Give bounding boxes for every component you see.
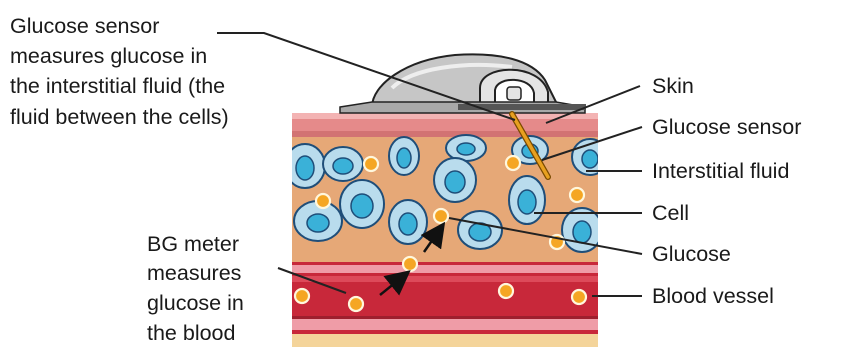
skin-layer bbox=[292, 113, 598, 137]
cell-icon bbox=[323, 147, 363, 181]
glucose-molecule-icon bbox=[570, 188, 584, 202]
cell-icon bbox=[446, 135, 486, 161]
glucose-molecule-icon bbox=[499, 284, 513, 298]
glucose-molecule-icon bbox=[506, 156, 520, 170]
cell-icon bbox=[340, 180, 384, 228]
blood-vessel bbox=[292, 262, 598, 334]
glucose-molecule-icon bbox=[316, 194, 330, 208]
cell-icon bbox=[389, 200, 427, 244]
glucose-molecule-icon bbox=[572, 290, 586, 304]
cell-icon bbox=[285, 144, 325, 188]
cell-icon bbox=[458, 211, 502, 249]
glucose-molecule-icon bbox=[403, 257, 417, 271]
glucose-molecule-icon bbox=[434, 209, 448, 223]
label-glucose: Glucose bbox=[652, 242, 731, 266]
glucose-molecule-icon bbox=[349, 297, 363, 311]
cgm-device-icon bbox=[340, 54, 586, 113]
sensor-note: Glucose sensor measures glucose in the i… bbox=[10, 14, 231, 129]
label-blood-vessel: Blood vessel bbox=[652, 284, 774, 308]
cell-icon bbox=[389, 137, 419, 175]
label-skin: Skin bbox=[652, 74, 694, 98]
glucose-molecule-icon bbox=[364, 157, 378, 171]
cell-icon bbox=[509, 176, 545, 224]
label-cell: Cell bbox=[652, 201, 689, 225]
glucose-molecule-icon bbox=[295, 289, 309, 303]
label-glucose-sensor: Glucose sensor bbox=[652, 115, 801, 139]
subcutaneous-layer bbox=[292, 334, 598, 347]
meter-note: BG meter measures glucose in the blood bbox=[147, 232, 250, 345]
cell-icon bbox=[434, 158, 476, 202]
label-interstitial-fluid: Interstitial fluid bbox=[652, 159, 789, 183]
